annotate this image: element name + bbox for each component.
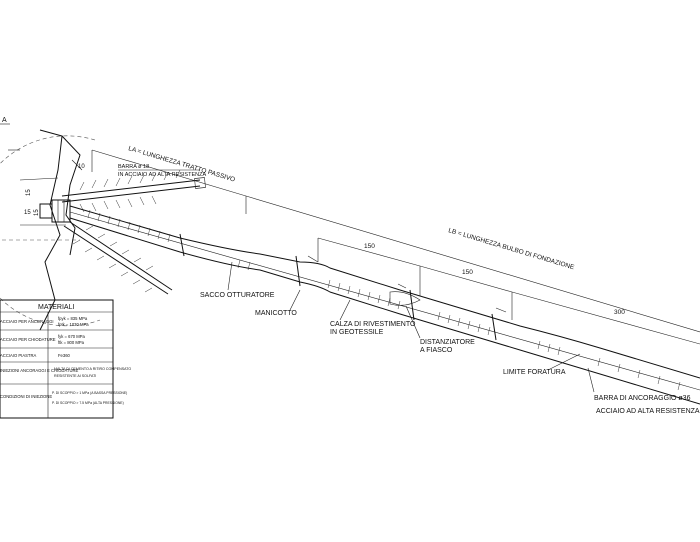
dimension-la: LA = LUNGHEZZA TRATTO PASSIVO xyxy=(91,145,247,214)
mat-row-3-val1: Fe360 xyxy=(58,353,71,358)
mat-row-5-val2: P. DI SCOPPIO > 7.5 MPa (ALTA PRESSIONE) xyxy=(52,401,124,405)
materials-table: MATERIALI ACCIAIO PER ANCORAGGI fpyk = 8… xyxy=(0,299,131,419)
mat-row-4-label: INIEZIONI ANCORAGGI E CHIODATURE xyxy=(0,368,79,373)
calza-label-1: CALZA DI RIVESTIMENTO xyxy=(330,321,416,328)
barra-label-2: ACCIAIO AD ALTA RESISTENZA xyxy=(596,408,700,415)
limite-label: LIMITE FORATURA xyxy=(503,369,566,376)
detail-circle xyxy=(0,135,101,327)
mat-row-2-val2: ftk = 800 MPa xyxy=(58,340,85,345)
barra-label-1: BARRA DI ANCORAGGIO ø36 xyxy=(594,395,691,402)
mat-row-2-label: ACCIAIO PER CHIODATURE xyxy=(0,337,56,342)
distanziatore-label-1: DISTANZIATORE xyxy=(420,339,475,346)
spacing-3: 300 xyxy=(614,309,625,316)
spacing-1: 150 xyxy=(364,243,375,250)
mat-row-3-label: ACCIAIO PIASTRA xyxy=(0,353,37,358)
mat-row-1-val2: fptk = 1030 MPa xyxy=(58,322,89,327)
retaining-wall: A xyxy=(0,117,81,331)
mat-row-4-val1: MALTA DI CEMENTO A RITIRO COMPENSATO xyxy=(54,367,131,371)
upper-nail xyxy=(61,169,206,213)
sacco-label: SACCO OTTURATORE xyxy=(200,292,275,299)
bar-top-label-2: IN ACCIAIO AD ALTA RESISTENZA xyxy=(118,172,206,178)
bar-top-label-1: BARRA ø 18 xyxy=(118,164,149,170)
spacing-dimensions: 150 150 300 xyxy=(307,237,700,345)
mat-row-2-val1: fyk = 670 MPa xyxy=(58,334,86,339)
dim-10: 10 xyxy=(78,164,85,170)
wall-dimensions: 15 15 15 10 xyxy=(24,159,85,216)
calza-label-2: IN GEOTESSILE xyxy=(330,329,384,336)
spacing-2: 150 xyxy=(462,269,473,276)
labels: BARRA ø 18 IN ACCIAIO AD ALTA RESISTENZA… xyxy=(118,164,700,415)
mat-row-5-val1: P. DI SCOPPIO > 1 MPa (A BASSA PRESSIONE… xyxy=(52,391,127,395)
mat-row-4-val2: RESISTENTE AI SOLFATI xyxy=(54,374,96,378)
mat-row-1-label: ACCIAIO PER ANCORAGGI xyxy=(0,319,54,324)
manicotto-label: MANICOTTO xyxy=(255,310,297,317)
dim-15-c: 15 xyxy=(24,210,31,216)
mat-row-1-val1: fpyk = 835 MPa xyxy=(58,316,88,321)
materials-title: MATERIALI xyxy=(38,304,74,311)
bulb-length-label: LB = LUNGHEZZA BULBO DI FONDAZIONE xyxy=(447,227,575,271)
distanziatore-label-2: A FIASCO xyxy=(420,347,453,354)
main-anchor xyxy=(69,205,700,405)
anchor-head xyxy=(39,199,71,223)
dim-15-a: 15 xyxy=(26,189,32,196)
lower-nail xyxy=(63,221,173,295)
dim-15-b: 15 xyxy=(34,209,40,216)
mat-row-5-label: CONDIZIONI DI INIEZIONE xyxy=(0,394,52,399)
section-mark: A xyxy=(2,117,7,124)
